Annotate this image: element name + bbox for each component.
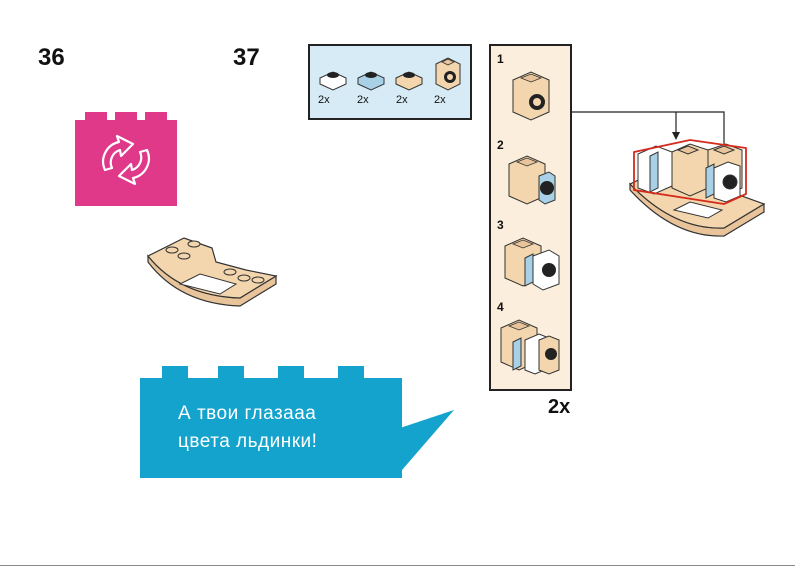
rotate-model-icon xyxy=(75,112,177,206)
substep-number: 4 xyxy=(497,300,504,314)
step-number-36: 36 xyxy=(38,44,65,72)
part-count: 2x xyxy=(357,94,369,106)
speech-line-1: А твои глазааа xyxy=(178,400,388,428)
substep-number: 1 xyxy=(497,52,504,66)
white-round-plate-icon xyxy=(318,62,348,92)
substep-number: 3 xyxy=(497,218,504,232)
speech-bubble-text: А твои глазааа цвета льдинки! xyxy=(178,400,388,456)
substep-1-illustration xyxy=(507,68,557,126)
step-36-model-illustration xyxy=(140,232,280,312)
part-count: 2x xyxy=(396,94,408,106)
speech-line-2: цвета льдинки! xyxy=(178,428,388,456)
substep-2-illustration xyxy=(505,152,559,210)
transparent-blue-round-plate-icon xyxy=(356,62,386,92)
sub-assembly-panel: 1 2 3 4 xyxy=(489,44,572,391)
tan-round-plate-icon xyxy=(394,62,424,92)
step-37-model-illustration xyxy=(624,138,770,242)
step-number-37: 37 xyxy=(233,44,260,72)
substep-number: 2 xyxy=(497,138,504,152)
substep-3-illustration xyxy=(503,234,561,294)
page-footer-rule xyxy=(0,565,795,566)
parts-list-panel: 2x 2x 2x 2x xyxy=(308,44,472,120)
tan-bracket-brick-icon xyxy=(432,54,464,92)
part-count: 2x xyxy=(318,94,330,106)
part-count: 2x xyxy=(434,94,446,106)
substep-4-illustration xyxy=(499,316,563,380)
sub-assembly-multiplier: 2x xyxy=(548,396,570,419)
